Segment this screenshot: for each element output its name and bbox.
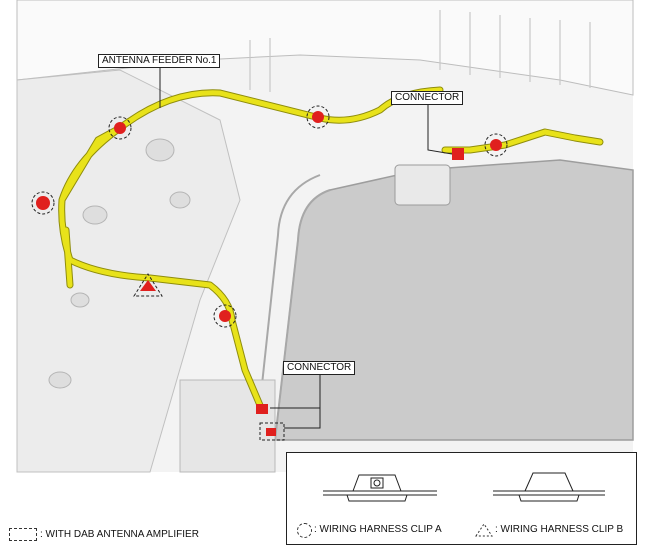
clip-b-legend-icon xyxy=(475,523,493,537)
leader-lines xyxy=(159,64,453,429)
clip-a-2 xyxy=(312,111,324,123)
connector-upper-red xyxy=(452,148,464,160)
window-frame xyxy=(254,174,331,451)
harness-clips xyxy=(36,111,502,436)
legend-dab-amplifier: : WITH DAB ANTENNA AMPLIFIER xyxy=(40,529,199,540)
roof-panel xyxy=(16,0,634,96)
center-connector-bracket xyxy=(394,164,451,206)
callout-connector-upper: CONNECTOR xyxy=(391,91,464,105)
connector-dab-red xyxy=(266,428,276,436)
rear-window-glass xyxy=(274,159,634,441)
clip-type-legend: : WIRING HARNESS CLIP A : WIRING HARNESS… xyxy=(286,452,637,545)
dab-amplifier-legend-icon xyxy=(9,528,37,541)
pillar-holes xyxy=(48,138,191,389)
clip-b-1 xyxy=(140,280,156,291)
clip-a-illustration xyxy=(323,472,605,502)
callout-antenna-feeder: ANTENNA FEEDER No.1 xyxy=(98,54,221,68)
clip-a-1 xyxy=(114,122,126,134)
clip-a-3 xyxy=(490,139,502,151)
lower-panel xyxy=(179,379,276,473)
connector-lower-red xyxy=(256,404,268,414)
callout-connector-lower: CONNECTOR xyxy=(283,361,356,375)
legend-clip-a: : WIRING HARNESS CLIP A xyxy=(314,524,442,535)
clip-a-5 xyxy=(219,310,231,322)
clip-a-legend-icon xyxy=(297,523,312,538)
clip-markers xyxy=(31,105,508,441)
legend-clip-b: : WIRING HARNESS CLIP B xyxy=(495,524,624,535)
antenna-feeder-harness xyxy=(59,87,603,413)
roof-ribs xyxy=(249,10,591,92)
clip-a-4 xyxy=(36,196,50,210)
